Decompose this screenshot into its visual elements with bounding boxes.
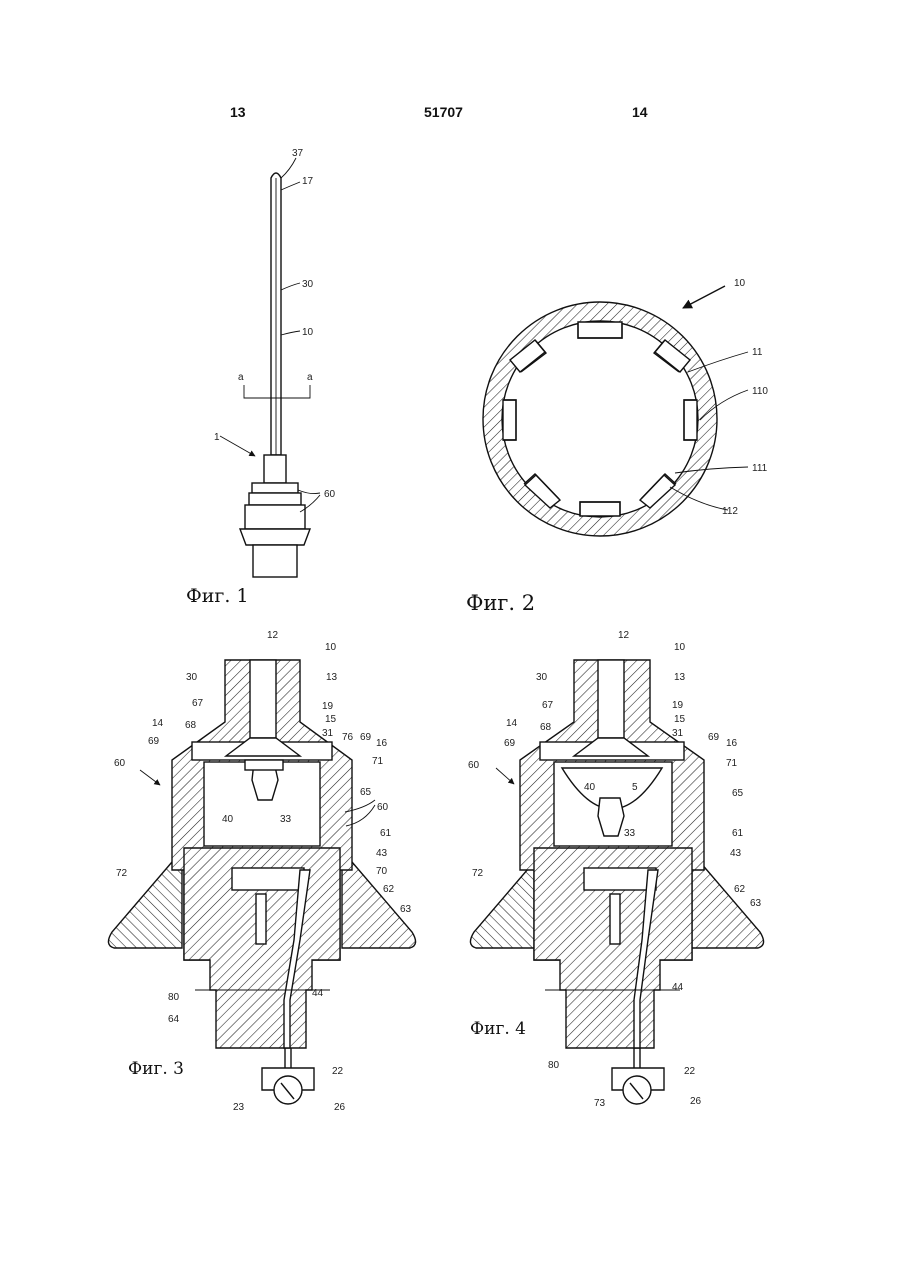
- fig2-label-10: 10: [734, 278, 746, 289]
- fig4-label-26: 26: [690, 1096, 702, 1107]
- figure-1-needle-assembly: [220, 158, 320, 577]
- fig3-label-62: 62: [383, 884, 395, 895]
- fig3-label-19: 19: [322, 701, 334, 712]
- fig4-label-69a: 69: [504, 738, 516, 749]
- hub-body: [245, 505, 305, 529]
- fig3-label-67: 67: [192, 698, 204, 709]
- fig2-label-112: 112: [722, 506, 738, 517]
- fig1-caption: Фиг. 1: [186, 585, 249, 607]
- fig3-label-69a: 69: [148, 736, 160, 747]
- fig4-label-72: 72: [472, 868, 484, 879]
- fig4-label-68: 68: [540, 722, 552, 733]
- fig1-label-10: 10: [302, 327, 314, 338]
- fig1-label-30: 30: [302, 279, 314, 290]
- fig4-label-16: 16: [726, 738, 738, 749]
- fig4-caption: Фиг. 4: [470, 1019, 526, 1039]
- fig3-caption: Фиг. 3: [128, 1059, 184, 1079]
- fig3-label-64: 64: [168, 1014, 180, 1025]
- section-line-a-a: [244, 385, 310, 398]
- fig3-label-40: 40: [222, 814, 234, 825]
- fig2-caption: Фиг. 2: [466, 591, 535, 615]
- fig4-label-10: 10: [674, 642, 686, 653]
- fig3-label-63: 63: [400, 904, 412, 915]
- fig4-label-65: 65: [732, 788, 744, 799]
- needle-hub-top: [264, 455, 286, 483]
- fig4-label-14: 14: [506, 718, 518, 729]
- fig3-label-33: 33: [280, 814, 292, 825]
- fig3-label-69b: 69: [360, 732, 372, 743]
- fig4-label-44: 44: [672, 982, 684, 993]
- fig4-label-80: 80: [548, 1060, 560, 1071]
- fig4-label-43: 43: [730, 848, 742, 859]
- fig3-label-60b: 60: [377, 802, 389, 813]
- fig4-label-30: 30: [536, 672, 548, 683]
- fig4-label-73: 73: [594, 1098, 606, 1109]
- fig1-label-a-right: a: [307, 372, 313, 383]
- fig3-label-71: 71: [372, 756, 384, 767]
- fig3-label-23: 23: [233, 1102, 245, 1113]
- fig3-label-31: 31: [322, 728, 334, 739]
- fig3-label-80: 80: [168, 992, 180, 1003]
- hub-base: [253, 545, 297, 577]
- fig4-label-71: 71: [726, 758, 738, 769]
- fig4-label-15: 15: [674, 714, 686, 725]
- fig3-label-14: 14: [152, 718, 164, 729]
- fig4-label-67: 67: [542, 700, 554, 711]
- fig3-label-16: 16: [376, 738, 388, 749]
- fig4-label-31: 31: [672, 728, 684, 739]
- fig3-label-61: 61: [380, 828, 392, 839]
- fig4-label-12: 12: [618, 630, 630, 641]
- fig4-label-22: 22: [684, 1066, 696, 1077]
- fig1-label-17: 17: [302, 176, 314, 187]
- fig3-label-68: 68: [185, 720, 197, 731]
- fig3-label-22: 22: [332, 1066, 344, 1077]
- fig1-label-a-left: a: [238, 372, 244, 383]
- fig2-label-110: 110: [752, 386, 768, 397]
- fig1-label-37: 37: [292, 148, 304, 159]
- fig4-label-62: 62: [734, 884, 746, 895]
- fig3-label-13: 13: [326, 672, 338, 683]
- fig3-label-10: 10: [325, 642, 337, 653]
- fig4-label-63: 63: [750, 898, 762, 909]
- fig3-label-26: 26: [334, 1102, 346, 1113]
- fig1-label-60: 60: [324, 489, 336, 500]
- fig4-label-60: 60: [468, 760, 480, 771]
- fig3-label-44: 44: [312, 988, 324, 999]
- figure-2-cross-section: [483, 286, 748, 536]
- fig4-label-40: 40: [584, 782, 596, 793]
- fig4-label-19: 19: [672, 700, 684, 711]
- fig4-label-5: 5: [632, 782, 638, 793]
- fig4-label-69b: 69: [708, 732, 720, 743]
- fig4-label-33: 33: [624, 828, 636, 839]
- fig3-label-65: 65: [360, 787, 372, 798]
- fig4-label-13: 13: [674, 672, 686, 683]
- fig4-label-61: 61: [732, 828, 744, 839]
- fig3-label-76: 76: [342, 732, 354, 743]
- fig3-label-70: 70: [376, 866, 388, 877]
- fig3-label-15: 15: [325, 714, 337, 725]
- fig3-label-43: 43: [376, 848, 388, 859]
- fig3-label-12: 12: [267, 630, 279, 641]
- fig2-label-111: 111: [752, 463, 768, 474]
- fig1-label-1: 1: [214, 432, 220, 443]
- fig3-label-60a: 60: [114, 758, 126, 769]
- fig2-label-11: 11: [752, 347, 763, 358]
- fig3-label-30: 30: [186, 672, 198, 683]
- fig3-label-72: 72: [116, 868, 128, 879]
